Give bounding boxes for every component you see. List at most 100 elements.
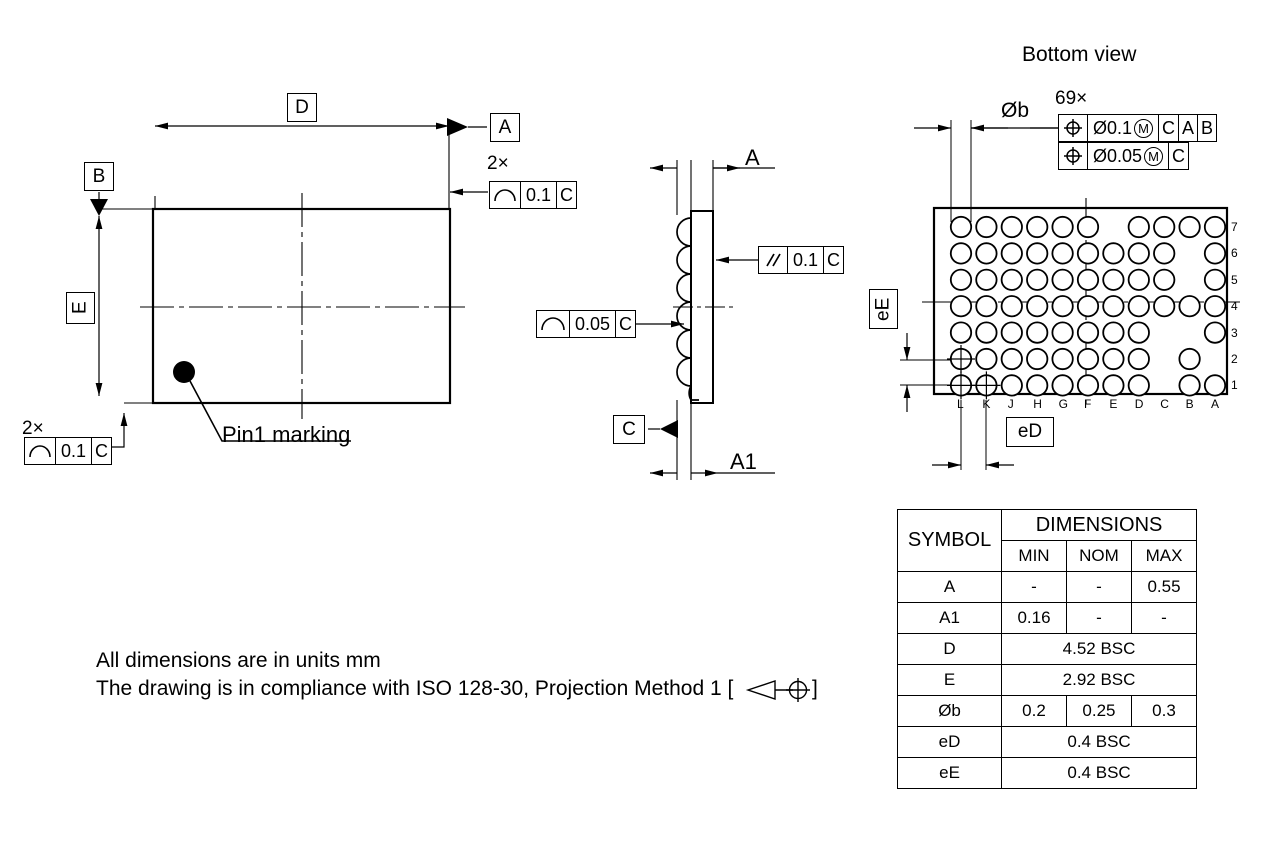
header-symbol: SYMBOL — [896, 509, 1003, 572]
fcf-position-1-datum-b: B — [1201, 117, 1214, 138]
side-dim-label-a: A — [745, 145, 760, 170]
fcf-profile-bottom: 0.1 C — [24, 437, 113, 465]
fcf-profile-side: 0.05 C — [536, 310, 637, 338]
grid-column-label-B: B — [1185, 397, 1194, 411]
solder-ball-A1 — [1203, 374, 1227, 397]
solder-ball-H5 — [1026, 268, 1049, 291]
side-dim-label-a1: A1 — [730, 449, 757, 474]
solder-ball-G5 — [1051, 268, 1074, 291]
solder-ball-H7 — [1026, 215, 1049, 239]
grid-row-label-6: 6 — [1231, 246, 1238, 261]
solder-ball-D5 — [1127, 268, 1150, 291]
cell-nom: 0.25 — [1065, 695, 1133, 727]
solder-ball-C7 — [1153, 215, 1176, 239]
cell-value-span: 0.4 BSC — [1001, 726, 1197, 758]
grid-row-label-4: 4 — [1231, 299, 1238, 314]
cell-symbol: A — [896, 571, 1003, 603]
grid-column-label-C: C — [1160, 397, 1169, 411]
solder-ball-D1 — [1127, 374, 1150, 397]
fcf-parallelism: 0.1 C — [758, 246, 845, 274]
solder-ball-E6 — [1102, 242, 1125, 265]
grid-column-label-E: E — [1109, 397, 1118, 411]
solder-ball-L7 — [949, 215, 973, 239]
fcf-parallelism-tolerance: 0.1 — [788, 247, 825, 273]
solder-ball-C6 — [1153, 242, 1176, 265]
cell-min: 0.16 — [1001, 602, 1067, 634]
fcf-bottom-datum: C — [95, 440, 109, 461]
position-icon — [1059, 143, 1088, 169]
ball-datum-crosshairs — [947, 345, 1001, 400]
solder-ball-A6 — [1203, 242, 1227, 265]
note-units: All dimensions are in units mm — [96, 649, 381, 672]
grid-column-label-F: F — [1084, 397, 1092, 411]
pin1-marking-label: Pin1 marking — [222, 422, 351, 447]
solder-ball-H4 — [1026, 295, 1049, 318]
solder-ball-D4 — [1127, 295, 1150, 318]
solder-ball-F5 — [1076, 268, 1100, 291]
table-subheader-row: MIN NOM MAX — [898, 540, 1197, 572]
solder-ball-L3 — [949, 321, 973, 344]
solder-ball-J2 — [1000, 347, 1023, 371]
grid-row-label-2: 2 — [1231, 352, 1238, 366]
solder-ball-K2 — [975, 347, 998, 371]
solder-ball-D3 — [1127, 321, 1150, 344]
solder-ball-H6 — [1026, 242, 1049, 265]
fcf-profile-side-datum: C — [619, 313, 633, 334]
solder-ball-F6 — [1076, 242, 1100, 265]
solder-ball-J6 — [1000, 242, 1023, 265]
solder-ball-E1 — [1102, 374, 1125, 397]
solder-ball-J5 — [1000, 268, 1023, 291]
solder-ball-G7 — [1051, 215, 1074, 239]
mmc-modifier-icon: M — [1144, 146, 1164, 166]
solder-ball-G6 — [1051, 242, 1074, 265]
cell-symbol: D — [896, 633, 1003, 665]
pitch-label-ed: eD — [1006, 417, 1054, 447]
note-projection-close: ] — [812, 677, 818, 700]
solder-ball-K5 — [975, 268, 998, 291]
pin1-leader-line — [189, 380, 351, 442]
cell-symbol: E — [896, 664, 1003, 696]
grid-row-label-3: 3 — [1231, 325, 1238, 340]
solder-ball-E3 — [1102, 321, 1125, 344]
grid-column-label-K: K — [982, 397, 991, 411]
table-header-row: SYMBOL DIMENSIONS — [896, 509, 1197, 572]
solder-ball-F1 — [1076, 374, 1100, 397]
side-view-balls — [676, 217, 699, 401]
solder-ball-B7 — [1178, 215, 1201, 239]
grid-column-label-J: J — [1007, 397, 1014, 411]
cell-max: 0.55 — [1131, 571, 1197, 603]
ball-diameter-label: Øb — [1001, 99, 1030, 122]
solder-ball-B1 — [1178, 374, 1201, 397]
solder-ball-K7 — [975, 215, 998, 239]
solder-ball-K3 — [975, 321, 998, 344]
fcf-profile-top: 0.1 C — [489, 181, 578, 209]
solder-ball-F2 — [1076, 347, 1100, 371]
grid-row-label-7: 7 — [1231, 220, 1238, 234]
solder-ball-C4 — [1153, 295, 1176, 318]
bottom-view-geometry — [900, 120, 1240, 470]
datum-label-a: A — [490, 113, 520, 142]
solder-ball-E2 — [1102, 347, 1125, 371]
solder-ball-H3 — [1026, 321, 1049, 344]
solder-ball-J7 — [1000, 215, 1023, 239]
note-projection: The drawing is in compliance with ISO 12… — [96, 677, 734, 700]
cell-symbol: eE — [896, 757, 1003, 789]
ball-crosshair-L1 — [947, 371, 975, 400]
qty-2x-top: 2× — [487, 153, 509, 174]
profile-surface-icon — [25, 438, 56, 464]
solder-ball-B4 — [1178, 295, 1201, 318]
solder-ball-F4 — [1076, 295, 1100, 318]
mmc-modifier-icon: M — [1134, 118, 1154, 138]
cell-nom: - — [1065, 571, 1133, 603]
fcf-position-1-datum-a: A — [1179, 115, 1199, 141]
pitch-label-ee: eE — [869, 289, 898, 329]
ball-crosshair-K1 — [972, 371, 1001, 400]
solder-ball-F7 — [1076, 215, 1100, 239]
